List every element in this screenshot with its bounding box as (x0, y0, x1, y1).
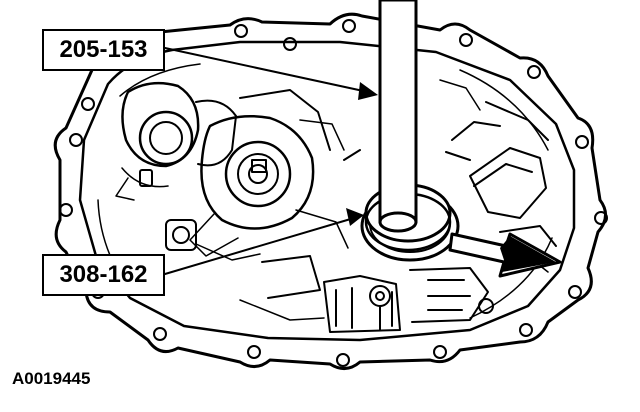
bolt-hole (247, 345, 261, 359)
case-contour (97, 63, 553, 319)
bolt-hole (575, 135, 589, 149)
flange-bolt-holes (59, 19, 608, 367)
lower-left-boss (165, 219, 261, 261)
bolt-hole (568, 285, 582, 299)
handle-tool (378, 0, 418, 233)
bolt-hole (59, 203, 73, 217)
leader-line-205-153 (164, 47, 369, 93)
lower-shift-mechanism (239, 255, 494, 333)
bolt-hole (594, 211, 608, 225)
bolt-hole (433, 345, 447, 359)
tool-callout-205-153: 205-153 (42, 29, 165, 71)
upper-shaft-boss (115, 81, 237, 201)
leader-arrowhead (346, 208, 364, 226)
bolt-hole (336, 353, 350, 367)
figure-id-label: A0019445 (12, 369, 91, 388)
bolt-hole (81, 97, 95, 111)
leader-line-308-162 (164, 217, 355, 275)
bolt-hole (527, 65, 541, 79)
bolt-hole (153, 327, 167, 341)
direction-arrow (448, 232, 562, 278)
bolt-hole (234, 24, 248, 38)
bolt-hole (519, 323, 533, 337)
tool-callout-308-162: 308-162 (42, 254, 165, 296)
bolt-hole (69, 133, 83, 147)
bolt-hole (342, 19, 356, 33)
leader-arrowhead (358, 82, 378, 100)
center-gear-assembly (189, 89, 349, 257)
case-outer-flange (53, 12, 607, 370)
bolt-hole (283, 37, 297, 51)
bolt-hole (459, 33, 473, 47)
